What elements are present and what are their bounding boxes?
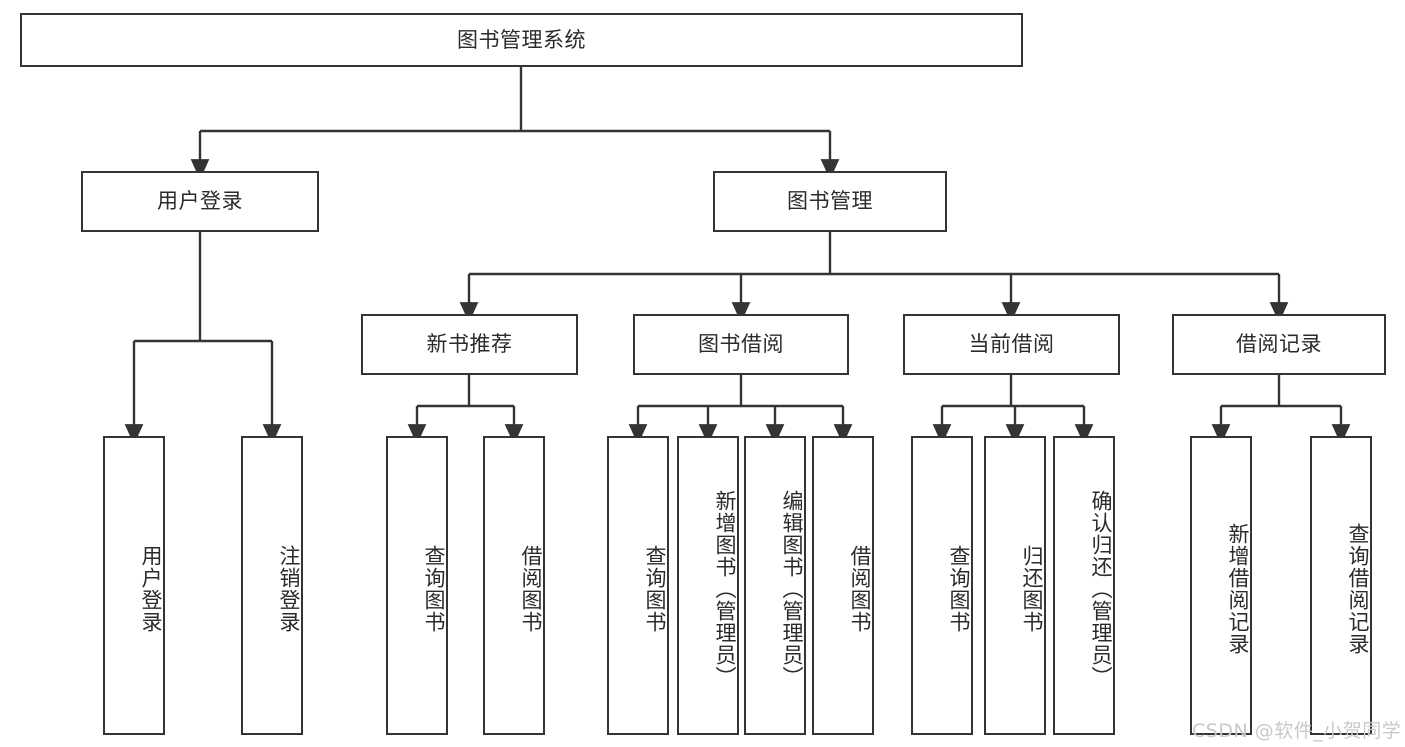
node-leaf-return-book[interactable]: 归还图书 <box>984 436 1046 735</box>
node-leaf-query-book-rec[interactable]: 查询图书 <box>386 436 448 735</box>
node-leaf-query-book-borrow-label: 查询图书 <box>643 544 667 633</box>
node-leaf-query-record[interactable]: 查询借阅记录 <box>1310 436 1372 735</box>
node-book-manage-label: 图书管理 <box>787 189 873 214</box>
node-user-login-label: 用户登录 <box>157 189 243 214</box>
node-leaf-borrow-book-label: 借阅图书 <box>848 544 872 633</box>
node-new-book-rec[interactable]: 新书推荐 <box>361 314 578 375</box>
node-leaf-confirm-return[interactable]: 确认归还（管理员） <box>1053 436 1115 735</box>
node-leaf-add-book[interactable]: 新增图书（管理员） <box>677 436 739 735</box>
node-new-book-rec-label: 新书推荐 <box>426 332 513 357</box>
node-leaf-query-record-label: 查询借阅记录 <box>1346 522 1370 655</box>
node-leaf-query-book-cur-label: 查询图书 <box>947 544 971 633</box>
node-book-manage[interactable]: 图书管理 <box>713 171 947 232</box>
node-leaf-query-book-borrow[interactable]: 查询图书 <box>607 436 669 735</box>
node-leaf-logout-label: 注销登录 <box>277 544 301 633</box>
csdn-watermark: CSDN @软件_小贺同学 <box>1192 720 1402 742</box>
node-leaf-user-login-label: 用户登录 <box>139 544 163 633</box>
node-leaf-add-book-label: 新增图书（管理员） <box>713 489 737 688</box>
node-leaf-user-login[interactable]: 用户登录 <box>103 436 165 735</box>
node-leaf-return-book-label: 归还图书 <box>1020 544 1044 633</box>
node-leaf-borrow-book-rec-label: 借阅图书 <box>519 544 543 633</box>
node-leaf-add-record-label: 新增借阅记录 <box>1226 522 1250 655</box>
node-user-login[interactable]: 用户登录 <box>81 171 319 232</box>
node-borrow-record-label: 借阅记录 <box>1236 332 1322 357</box>
node-leaf-add-record[interactable]: 新增借阅记录 <box>1190 436 1252 735</box>
node-leaf-query-book-rec-label: 查询图书 <box>422 544 446 633</box>
node-leaf-edit-book[interactable]: 编辑图书（管理员） <box>744 436 806 735</box>
node-book-borrow[interactable]: 图书借阅 <box>633 314 849 375</box>
node-leaf-edit-book-label: 编辑图书（管理员） <box>780 489 804 688</box>
node-root-label: 图书管理系统 <box>457 27 586 52</box>
node-leaf-logout[interactable]: 注销登录 <box>241 436 303 735</box>
node-current-borrow-label: 当前借阅 <box>968 332 1055 357</box>
node-leaf-borrow-book[interactable]: 借阅图书 <box>812 436 874 735</box>
node-borrow-record[interactable]: 借阅记录 <box>1172 314 1386 375</box>
node-current-borrow[interactable]: 当前借阅 <box>903 314 1120 375</box>
node-leaf-confirm-return-label: 确认归还（管理员） <box>1089 489 1113 688</box>
node-root[interactable]: 图书管理系统 <box>20 13 1023 67</box>
node-leaf-borrow-book-rec[interactable]: 借阅图书 <box>483 436 545 735</box>
node-leaf-query-book-cur[interactable]: 查询图书 <box>911 436 973 735</box>
node-book-borrow-label: 图书借阅 <box>698 332 784 357</box>
